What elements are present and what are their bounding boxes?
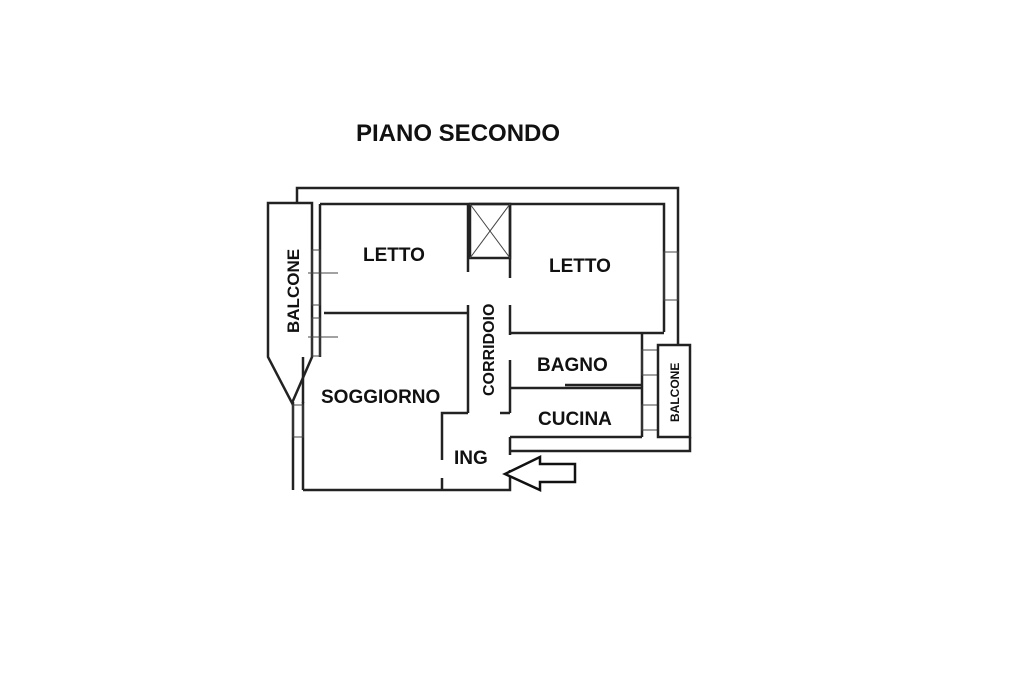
room-label-balcone-left: BALCONE xyxy=(284,249,303,333)
windows xyxy=(292,249,679,438)
room-label-letto-right: LETTO xyxy=(549,256,611,277)
shaft xyxy=(468,202,512,260)
entrance-arrow-icon xyxy=(502,455,577,492)
room-label-letto-left: LETTO xyxy=(363,245,425,266)
room-label-corridoio: CORRIDOIO xyxy=(481,304,498,396)
balcony-right xyxy=(656,343,692,439)
room-label-balcone-right: BALCONE xyxy=(668,363,682,422)
plan-title: PIANO SECONDO xyxy=(356,120,561,147)
room-label-bagno: BAGNO xyxy=(537,355,608,376)
room-label-cucina: CUCINA xyxy=(538,409,612,430)
room-label-soggiorno: SOGGIORNO xyxy=(321,387,440,408)
room-label-ingresso: ING xyxy=(454,448,488,469)
